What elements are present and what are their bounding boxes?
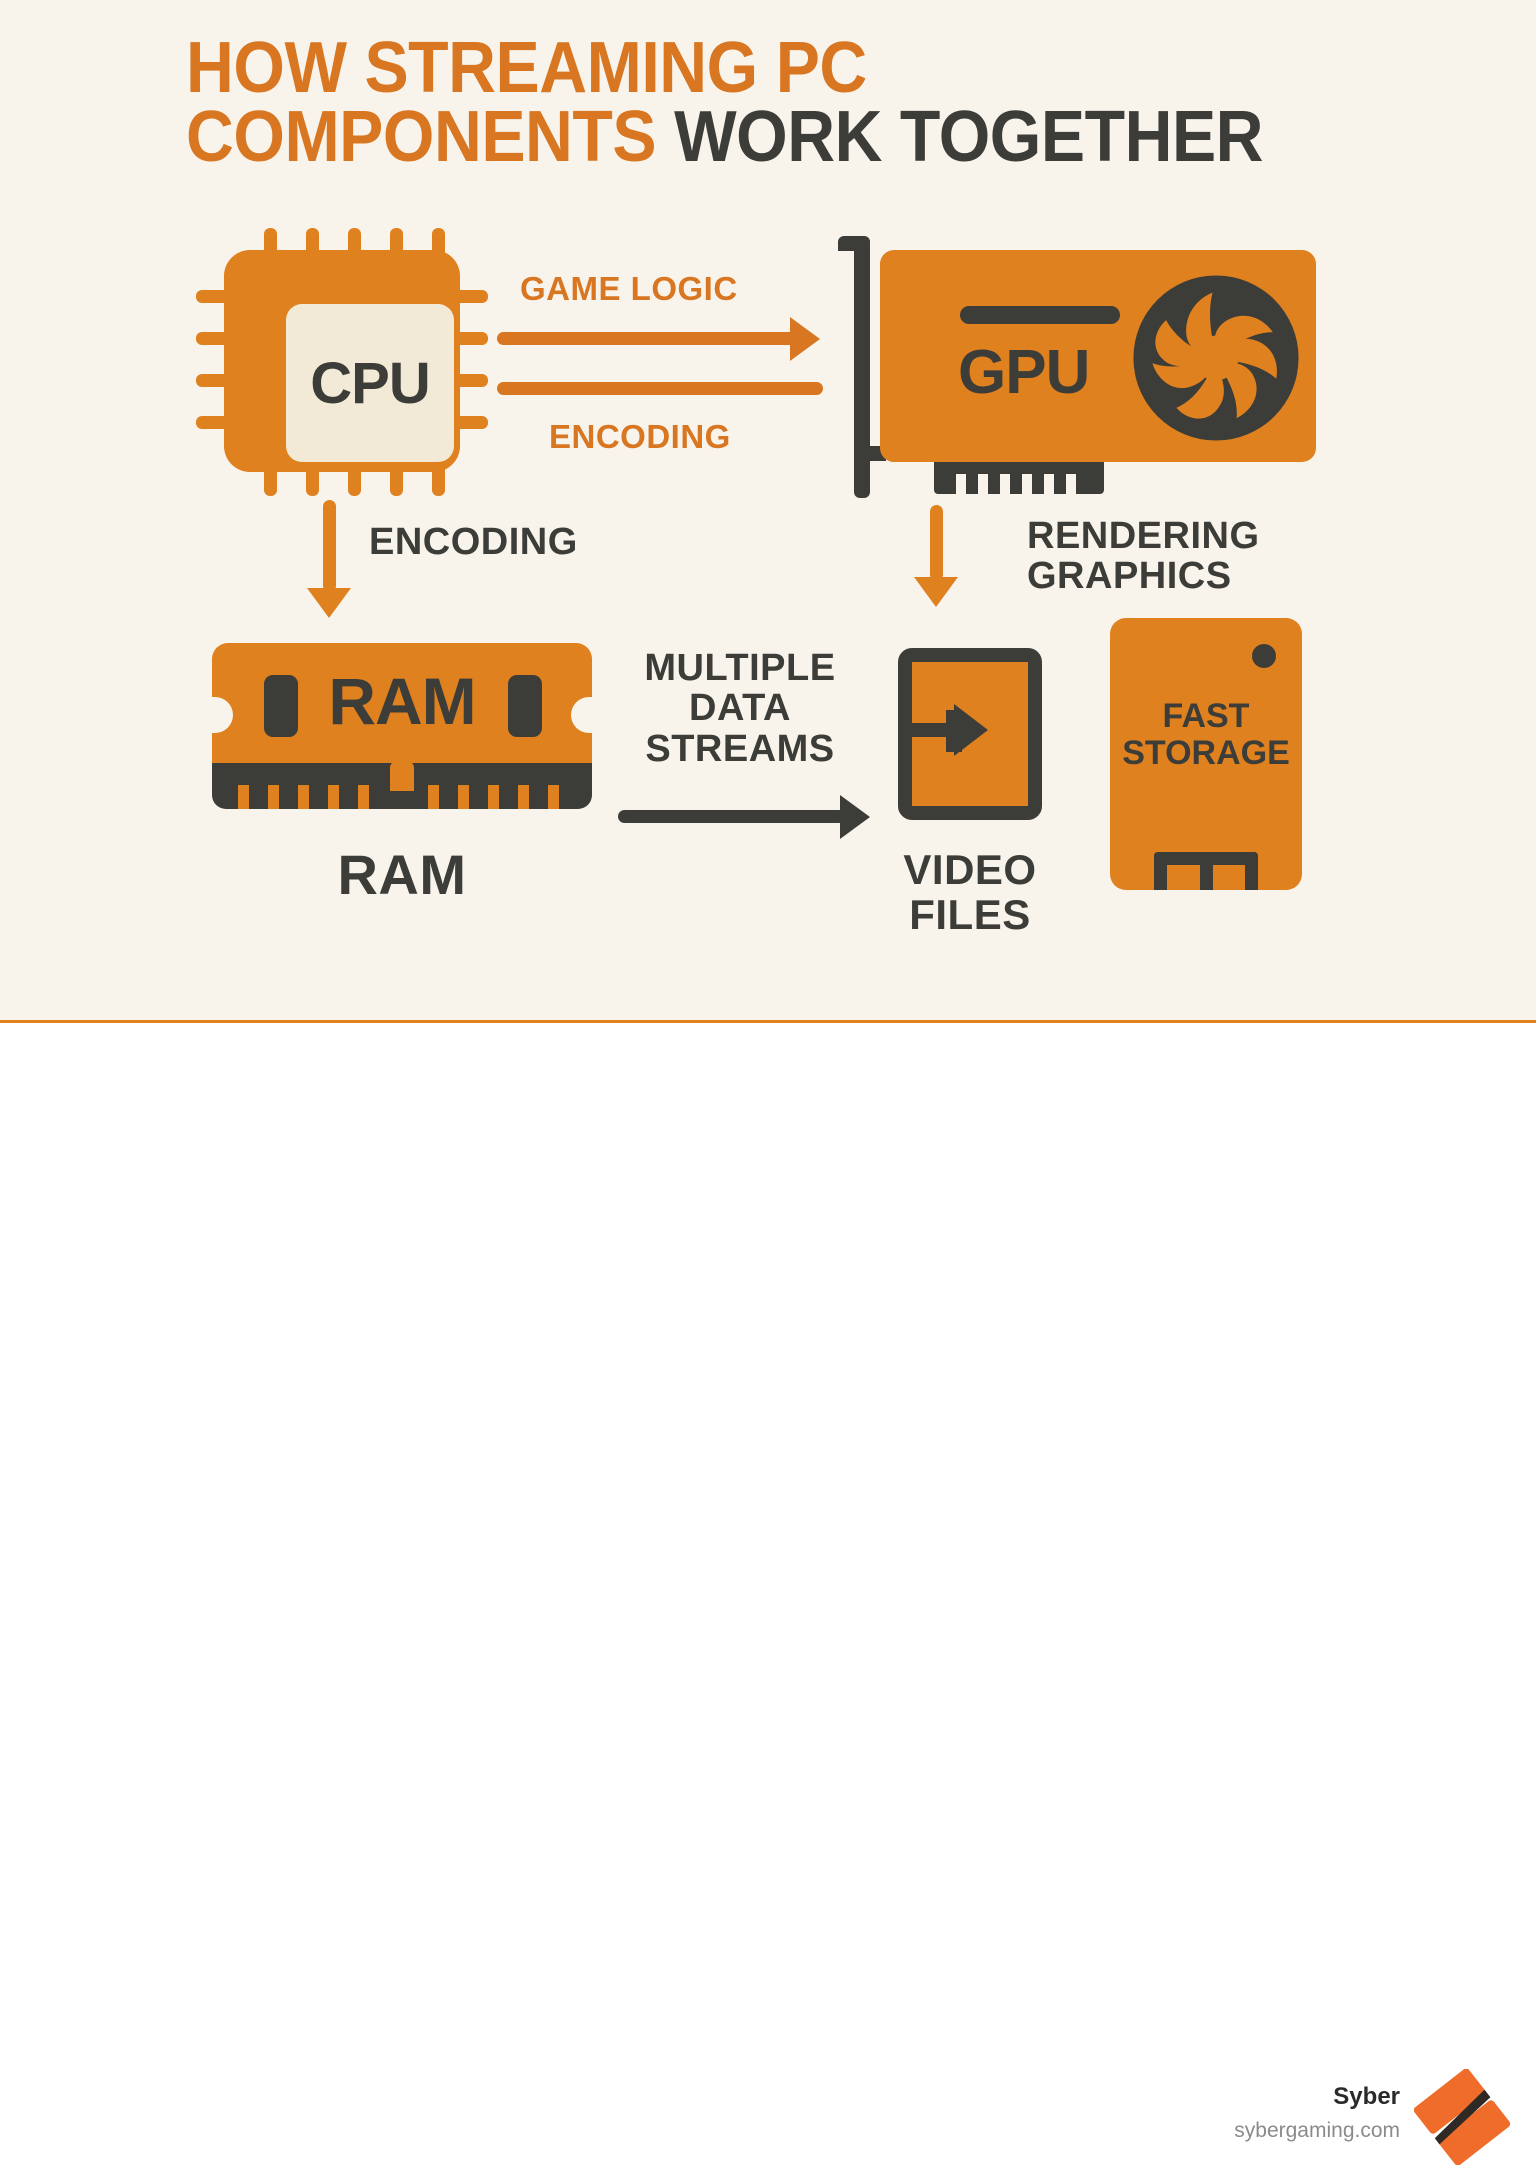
- connector-label-rendering-graphics: RENDERING GRAPHICS: [1027, 515, 1260, 598]
- arrow-cpu-to-gpu-head: [790, 317, 820, 361]
- gpu-fan-icon: [1133, 275, 1299, 441]
- brand-name: Syber: [1333, 2083, 1400, 2110]
- gpu-tooth-3: [1000, 474, 1010, 494]
- video-files-icon: [898, 648, 1042, 820]
- cpu-pin-top-2: [306, 228, 319, 256]
- cpu-body: CPU: [224, 250, 460, 472]
- arrow-ram-to-video-shaft: [618, 810, 846, 823]
- ram-caption: RAM: [337, 843, 467, 906]
- video-arrow-head: [954, 704, 988, 756]
- arrow-ram-to-video-head: [840, 795, 870, 839]
- cpu-pin-bottom-2: [306, 468, 319, 496]
- ram-pin-9: [518, 785, 529, 809]
- ram-pin-2: [268, 785, 279, 809]
- ram-icon: RAM: [211, 643, 593, 809]
- ram-pin-5: [358, 785, 369, 809]
- cpu-pin-right-4: [460, 416, 488, 429]
- gpu-tooth-1: [956, 474, 966, 494]
- ram-chip-label: RAM: [328, 664, 476, 738]
- cpu-pin-top-5: [432, 228, 445, 256]
- cpu-pin-left-4: [196, 416, 224, 429]
- connector-label-multiple-data-streams: MULTIPLE DATA STREAMS: [644, 647, 836, 770]
- fast-storage-body: FAST STORAGE: [1110, 618, 1302, 890]
- gpu-bracket-bottom-tab: [854, 446, 886, 461]
- title-line1-orange: HOW STREAMING PC: [186, 28, 867, 108]
- cpu-pin-top-3: [348, 228, 361, 256]
- cpu-icon: CPU: [196, 228, 488, 496]
- gpu-tooth-2: [978, 474, 988, 494]
- fast-storage-label: FAST STORAGE: [1122, 697, 1290, 772]
- ram-pin-8: [488, 785, 499, 809]
- cpu-die: CPU: [286, 304, 454, 462]
- connector-label-game-logic: GAME LOGIC: [520, 270, 738, 307]
- connector-label-encoding-down: ENCODING: [369, 521, 578, 563]
- cpu-pin-right-3: [460, 374, 488, 387]
- arrow-gpu-to-video-shaft: [930, 505, 943, 581]
- cpu-pin-right-2: [460, 332, 488, 345]
- ram-pin-6: [428, 785, 439, 809]
- gpu-label: GPU: [958, 338, 1090, 407]
- title-line2-dark: WORK TOGETHER: [674, 97, 1264, 178]
- cpu-label: CPU: [310, 350, 430, 416]
- gpu-bracket: [854, 236, 870, 498]
- footer-divider: [0, 1020, 1536, 1023]
- video-files-caption: VIDEO FILES: [903, 846, 1037, 938]
- cpu-pin-right-1: [460, 290, 488, 303]
- cpu-pin-bottom-4: [390, 468, 403, 496]
- gpu-icon: GPU: [838, 236, 1318, 498]
- ram-pin-3: [298, 785, 309, 809]
- ram-pin-10: [548, 785, 559, 809]
- cpu-pin-bottom-3: [348, 468, 361, 496]
- cpu-pin-left-2: [196, 332, 224, 345]
- ram-body: RAM: [212, 643, 592, 809]
- fast-storage-led-dot: [1252, 644, 1276, 668]
- ram-side-notch-right: [571, 697, 593, 733]
- cpu-pin-bottom-5: [432, 468, 445, 496]
- cpu-pin-top-4: [390, 228, 403, 256]
- arrow-cpu-to-ram-shaft: [323, 500, 336, 592]
- cpu-pin-left-3: [196, 374, 224, 387]
- line-gpu-to-cpu-encoding: [497, 382, 823, 395]
- fast-storage-connector-divider: [1200, 864, 1213, 890]
- video-arrow-shaft: [898, 723, 960, 737]
- gpu-tooth-5: [1044, 474, 1054, 494]
- ram-contact-strip: [212, 763, 592, 809]
- ram-chip-right: [508, 675, 542, 737]
- brand-url: sybergaming.com: [1234, 2119, 1400, 2142]
- fast-storage-connector: [1154, 852, 1258, 890]
- footer: Syber sybergaming.com: [0, 1023, 1536, 2165]
- ram-key-notch: [390, 761, 414, 791]
- fast-storage-icon: FAST STORAGE: [1110, 618, 1302, 890]
- arrow-cpu-to-ram-head: [307, 588, 351, 618]
- arrow-cpu-to-gpu-line: [497, 332, 797, 345]
- gpu-heatsink-bar: [960, 306, 1120, 324]
- connector-label-encoding-return: ENCODING: [549, 418, 731, 455]
- ram-side-notch-left: [211, 697, 233, 733]
- cpu-pin-left-1: [196, 290, 224, 303]
- gpu-card-body: GPU: [880, 250, 1316, 462]
- ram-pin-7: [458, 785, 469, 809]
- title-line2-orange: COMPONENTS: [186, 97, 675, 178]
- ram-chip-left: [264, 675, 298, 737]
- gpu-connector-fingers: [934, 458, 1104, 494]
- gpu-tooth-4: [1022, 474, 1032, 494]
- cpu-pin-bottom-1: [264, 468, 277, 496]
- syber-logo-icon: [1414, 2069, 1510, 2165]
- arrow-gpu-to-video-head: [914, 577, 958, 607]
- ram-pin-1: [238, 785, 249, 809]
- cpu-pin-top-1: [264, 228, 277, 256]
- ram-pin-4: [328, 785, 339, 809]
- page-title: HOW STREAMING PC COMPONENTS WORK TOGETHE…: [186, 32, 1345, 173]
- gpu-tooth-6: [1066, 474, 1076, 494]
